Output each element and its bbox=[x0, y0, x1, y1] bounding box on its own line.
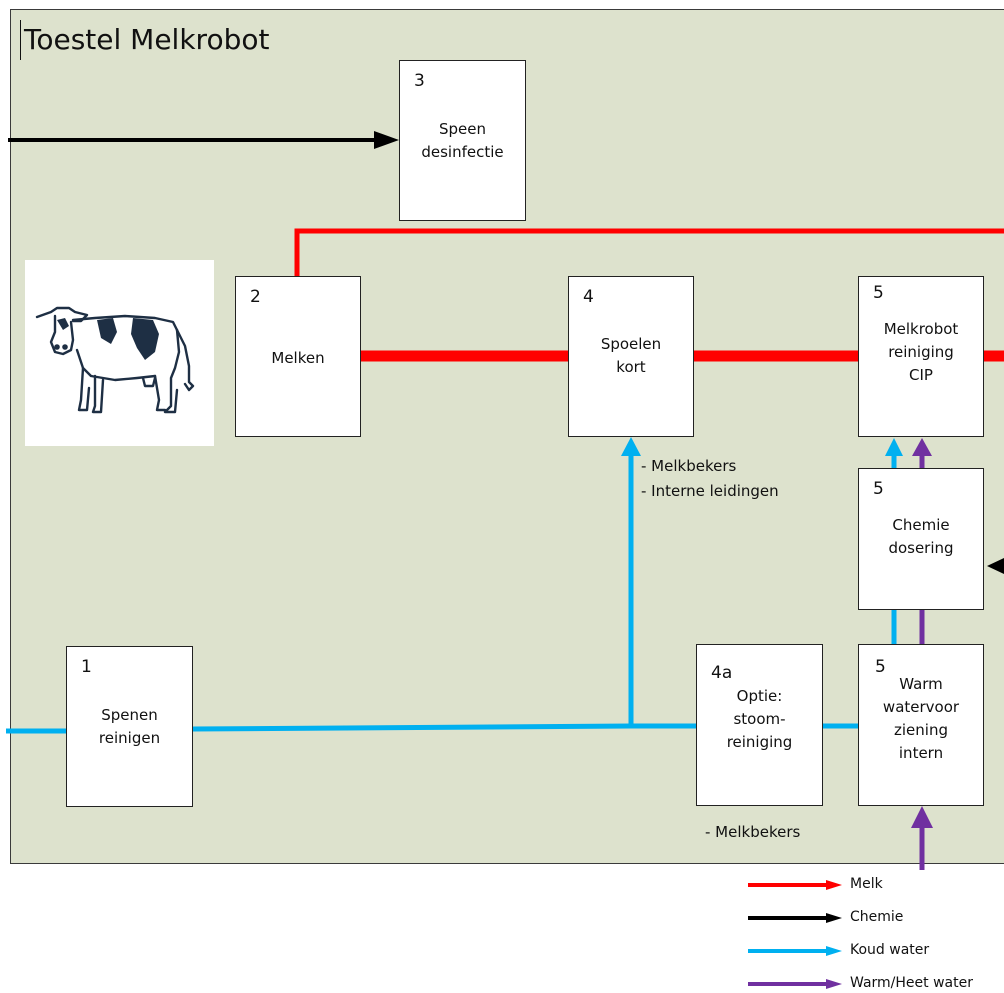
box-label: Speen desinfectie bbox=[421, 120, 504, 161]
legend-arrow-melk bbox=[826, 880, 842, 890]
box-number: 4a bbox=[711, 663, 733, 683]
melk-lines bbox=[294, 228, 1004, 362]
legend-lines bbox=[748, 883, 830, 986]
box-number: 3 bbox=[414, 71, 425, 91]
chemie-line-to-dosering bbox=[987, 558, 1004, 574]
diagram-title: Toestel Melkrobot bbox=[20, 20, 269, 60]
box-label: Optie: stoom- reiniging bbox=[726, 687, 793, 751]
note-stoomreiniging: - Melkbekers bbox=[705, 823, 801, 841]
box-label: Melkrobot reiniging CIP bbox=[883, 320, 959, 384]
box-number: 4 bbox=[583, 287, 594, 307]
box-chemie-dosering: 5 Chemie dosering bbox=[858, 468, 984, 610]
koud-water-arrow-spoelen bbox=[621, 437, 641, 456]
chemie-line-to-desinfectie bbox=[8, 131, 399, 149]
box-melkrobot-reiniging: 5 Melkrobot reiniging CIP bbox=[858, 276, 984, 437]
legend-label-warm-water: Warm/Heet water bbox=[850, 975, 973, 991]
box-number: 5 bbox=[875, 657, 886, 677]
koud-water-arrow-cip bbox=[885, 438, 903, 456]
box-stoomreiniging: 4a Optie: stoom- reiniging bbox=[696, 644, 823, 806]
legend-arrow-warm bbox=[826, 979, 842, 989]
box-speen-desinfectie: 3 Speen desinfectie bbox=[399, 60, 526, 221]
box-label: Spoelen kort bbox=[600, 335, 662, 376]
cow-icon bbox=[35, 306, 195, 414]
box-label: Spenen reinigen bbox=[98, 706, 161, 747]
box-spoelen-kort: 4 Spoelen kort bbox=[568, 276, 694, 437]
warm-water-arrow-cip bbox=[912, 438, 932, 456]
box-label: Warm watervoor ziening intern bbox=[882, 675, 960, 762]
warm-water-arrow-warmwater bbox=[911, 806, 933, 828]
box-number: 1 bbox=[81, 657, 92, 677]
box-melken: 2 Melken bbox=[235, 276, 361, 437]
legend-label-chemie: Chemie bbox=[850, 909, 904, 925]
box-label: Chemie dosering bbox=[888, 516, 954, 557]
legend-label-melk: Melk bbox=[850, 876, 883, 892]
legend-arrow-chemie bbox=[826, 913, 842, 923]
koud-water-lines bbox=[6, 452, 897, 734]
box-number: 2 bbox=[250, 287, 261, 307]
legend-label-koud-water: Koud water bbox=[850, 942, 930, 958]
box-label: Melken bbox=[271, 349, 325, 367]
note-spoelen-kort: - Melkbekers - Interne leidingen bbox=[641, 457, 779, 500]
box-spenen-reinigen: 1 Spenen reinigen bbox=[66, 646, 193, 807]
cow-image bbox=[25, 260, 214, 446]
box-number: 5 bbox=[873, 283, 884, 303]
box-warmwatervoorziening: 5 Warm watervoor ziening intern bbox=[858, 644, 984, 806]
box-number: 5 bbox=[873, 479, 884, 499]
legend-arrow-koud bbox=[826, 946, 842, 956]
